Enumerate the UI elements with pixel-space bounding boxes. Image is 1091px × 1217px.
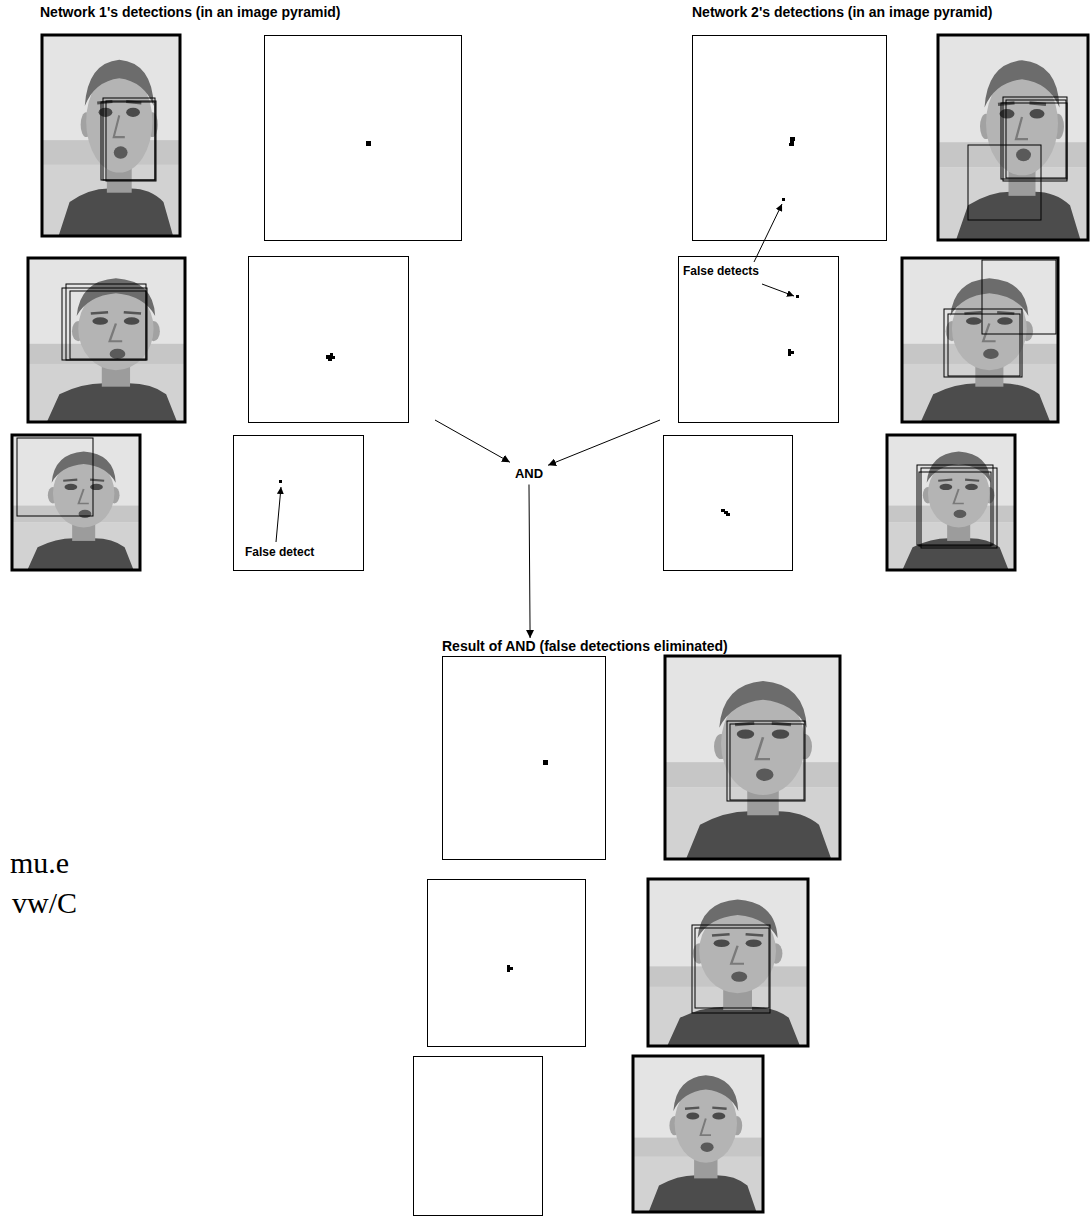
- face-photo: [12, 435, 140, 570]
- detection-dot: [789, 137, 795, 146]
- label-holder: mu.e: [10, 846, 69, 881]
- detection-dot: [543, 760, 548, 765]
- detection-dots: [279, 137, 799, 972]
- face-photo: [665, 656, 840, 859]
- detection-box: [917, 465, 993, 545]
- label-holder: False detects: [683, 265, 759, 279]
- detection-box: [968, 145, 1041, 220]
- photo-frames: [12, 35, 1088, 1212]
- arrow-connector: [548, 420, 660, 465]
- group-panel: Network 2's detections (in an image pyra…: [660, 4, 1091, 572]
- photo-frame: [665, 656, 840, 859]
- face-photo: [648, 879, 808, 1046]
- detection-map: [664, 436, 793, 571]
- face-photo: [28, 258, 185, 422]
- detection-map: [234, 436, 364, 571]
- group-heading: Result of AND (false detections eliminat…: [442, 638, 860, 654]
- detection-box: [1006, 100, 1066, 178]
- photo-frame: [648, 879, 808, 1046]
- group-heading: Network 2's detections (in an image pyra…: [692, 4, 1091, 20]
- photo-frame: [938, 35, 1088, 240]
- detection-box: [106, 101, 156, 181]
- detection-box: [1001, 103, 1067, 179]
- detection-map: [693, 36, 887, 241]
- detection-box: [62, 288, 147, 360]
- group-panel: Result of AND (false detections eliminat…: [412, 638, 860, 1215]
- leader-line: [762, 284, 794, 296]
- detection-map: [443, 657, 606, 860]
- detection-map: [265, 36, 462, 241]
- face-photo: [887, 435, 1015, 570]
- detection-dot: [796, 295, 799, 298]
- note-label: False detect: [245, 546, 314, 560]
- detection-box: [695, 928, 769, 1008]
- detection-box: [1003, 97, 1067, 181]
- detection-map: [414, 1057, 543, 1216]
- photo-frame: [28, 258, 185, 422]
- detection-dot: [279, 480, 282, 483]
- photo-frame: [42, 35, 180, 236]
- detection-dot: [788, 349, 794, 356]
- operator-label: AND: [515, 466, 543, 481]
- photo-frame: [887, 435, 1015, 570]
- detection-box: [944, 309, 1022, 377]
- face-images: [12, 35, 1088, 1212]
- group-heading: Network 1's detections (in an image pyra…: [40, 4, 435, 20]
- slide-fragment: vw/C: [12, 886, 77, 921]
- photo-frame: [12, 435, 140, 570]
- detection-map: [679, 257, 839, 423]
- detection-map: [249, 257, 409, 423]
- face-photo: [42, 35, 180, 236]
- detection-dot: [782, 198, 785, 201]
- leader-line: [276, 487, 281, 542]
- arrow-connector: [529, 485, 530, 639]
- face-photo: [633, 1056, 763, 1212]
- detection-box: [17, 438, 93, 516]
- operator-box: AND: [510, 462, 548, 485]
- face-photo: [902, 258, 1058, 422]
- slide-fragment: mu.e: [10, 846, 69, 881]
- detection-box: [70, 291, 146, 359]
- detection-box: [66, 284, 146, 360]
- detection-box: [727, 721, 805, 801]
- detection-box: [919, 472, 991, 546]
- label-holder: vw/C: [12, 886, 77, 921]
- label-holder: False detect: [245, 546, 314, 560]
- detection-box: [921, 468, 997, 548]
- detection-dot: [507, 965, 513, 972]
- group-panel: Network 1's detections (in an image pyra…: [10, 4, 435, 572]
- face-photo: [938, 35, 1088, 240]
- leader-line: [754, 204, 782, 262]
- detection-dot: [366, 141, 371, 146]
- detection-dot: [326, 353, 335, 361]
- detection-box: [101, 102, 155, 180]
- leader-lines: [276, 204, 794, 542]
- arrow-connector: [435, 420, 510, 462]
- photo-frame: [633, 1056, 763, 1212]
- detection-box: [982, 260, 1056, 334]
- detection-boxes: [17, 97, 1067, 1013]
- detection-box: [730, 724, 804, 800]
- photo-frame: [902, 258, 1058, 422]
- detection-maps: [234, 36, 887, 1216]
- detection-box: [103, 98, 155, 180]
- detection-box: [692, 925, 770, 1013]
- detection-dot: [721, 509, 730, 516]
- note-label: False detects: [683, 265, 759, 279]
- detection-box: [948, 314, 1020, 376]
- detection-map: [428, 880, 586, 1047]
